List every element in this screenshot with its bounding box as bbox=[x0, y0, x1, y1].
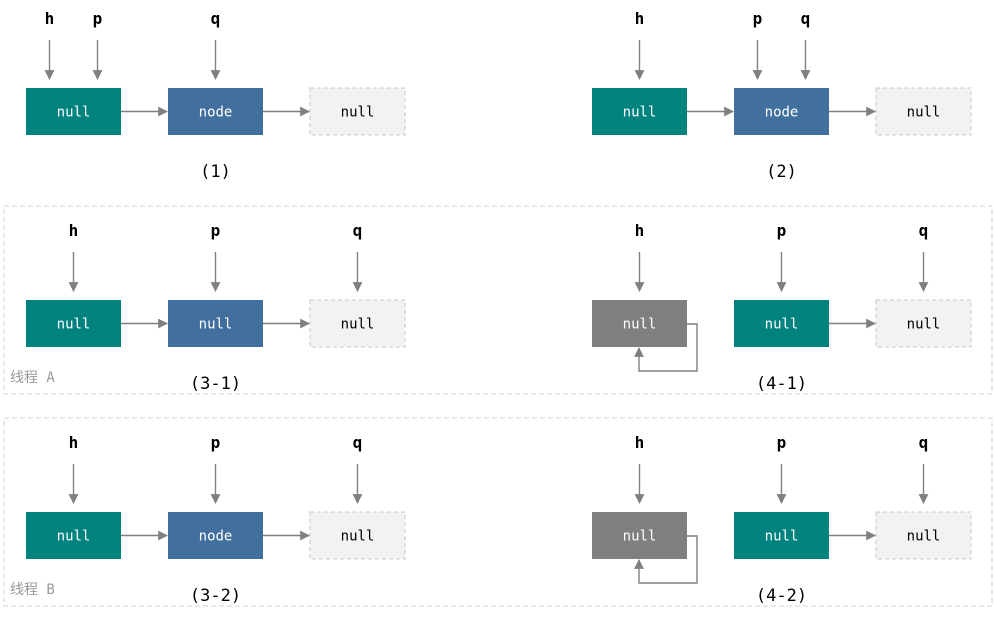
list-node-box bbox=[734, 300, 829, 347]
list-node-label: null bbox=[907, 529, 941, 545]
diagram-2: null node null h p q (2) bbox=[592, 9, 972, 182]
list-node-box bbox=[592, 512, 687, 559]
list-node-box bbox=[875, 87, 972, 136]
list-node-label: null bbox=[765, 529, 799, 545]
pointer-label-h: h bbox=[69, 433, 79, 452]
list-node-label: null bbox=[57, 105, 91, 121]
list-node-label: null bbox=[199, 317, 233, 333]
list-node-box bbox=[309, 511, 406, 560]
list-node-label: null bbox=[57, 317, 91, 333]
list-node-box bbox=[309, 299, 406, 348]
pointer-label-q: q bbox=[353, 221, 363, 240]
pointer-label-p: p bbox=[211, 433, 221, 452]
list-node-box bbox=[592, 300, 687, 347]
diagram-1: null node null h p q (1) bbox=[26, 9, 406, 182]
list-node-box bbox=[875, 299, 972, 348]
pointer-label-q: q bbox=[353, 433, 363, 452]
pointer-label-p: p bbox=[777, 221, 787, 240]
diagram-caption: (4-2) bbox=[756, 586, 807, 606]
pointer-label-q: q bbox=[919, 433, 929, 452]
self-loop-arrow bbox=[634, 535, 698, 584]
diagram-caption: (4-1) bbox=[756, 374, 807, 394]
list-node-box bbox=[309, 87, 406, 136]
list-node-box bbox=[168, 88, 263, 135]
diagram-caption: (3-2) bbox=[190, 586, 241, 606]
thread-label: 线程 A bbox=[10, 370, 55, 386]
list-node-label: null bbox=[341, 529, 375, 545]
diagram-caption: (2) bbox=[766, 162, 797, 182]
pointer-label-q: q bbox=[211, 9, 221, 28]
list-node-label: null bbox=[623, 317, 657, 333]
diagram-3: null null null h p q (3-1) bbox=[26, 221, 406, 394]
list-node-label: null bbox=[907, 105, 941, 121]
pointer-label-p: p bbox=[777, 433, 787, 452]
list-node-label: null bbox=[907, 317, 941, 333]
pointer-label-p: p bbox=[93, 9, 103, 28]
list-node-box bbox=[26, 512, 121, 559]
diagram-4: null null null h p q (4-1) bbox=[592, 221, 972, 394]
list-node-label: node bbox=[765, 105, 799, 121]
list-node-box bbox=[26, 88, 121, 135]
list-node-box bbox=[168, 512, 263, 559]
pointer-label-q: q bbox=[801, 9, 811, 28]
pointer-label-h: h bbox=[635, 9, 645, 28]
list-node-label: null bbox=[623, 105, 657, 121]
diagram-caption: (3-1) bbox=[190, 374, 241, 394]
pointer-label-h: h bbox=[635, 433, 645, 452]
list-node-label: null bbox=[341, 317, 375, 333]
list-node-label: null bbox=[623, 529, 657, 545]
list-node-label: null bbox=[57, 529, 91, 545]
diagram-5: null node null h p q (3-2) bbox=[26, 433, 406, 606]
list-node-label: null bbox=[341, 105, 375, 121]
list-node-box bbox=[734, 512, 829, 559]
list-node-box bbox=[26, 300, 121, 347]
pointer-label-p: p bbox=[753, 9, 763, 28]
diagram-caption: (1) bbox=[200, 162, 231, 182]
list-node-box bbox=[592, 88, 687, 135]
list-node-box bbox=[875, 511, 972, 560]
diagram-6: null null null h p q (4-2) bbox=[592, 433, 972, 606]
list-node-label: node bbox=[199, 529, 233, 545]
pointer-label-h: h bbox=[69, 221, 79, 240]
pointer-label-p: p bbox=[211, 221, 221, 240]
pointer-label-h: h bbox=[635, 221, 645, 240]
pointer-label-q: q bbox=[919, 221, 929, 240]
list-node-box bbox=[734, 88, 829, 135]
thread-label: 线程 B bbox=[10, 582, 55, 598]
list-node-box bbox=[168, 300, 263, 347]
thread-panel bbox=[3, 417, 993, 607]
pointer-label-h: h bbox=[45, 9, 55, 28]
thread-panel bbox=[3, 205, 993, 395]
list-node-label: node bbox=[199, 105, 233, 121]
self-loop-arrow bbox=[634, 323, 698, 372]
list-node-label: null bbox=[765, 317, 799, 333]
